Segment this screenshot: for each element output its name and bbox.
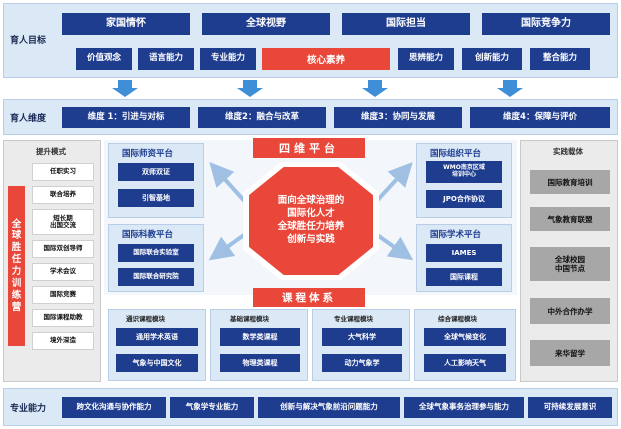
- competence-label: 专业能力: [10, 403, 47, 414]
- course-item: 数学类课程: [220, 328, 300, 346]
- goal-global-vision: 全球视野: [202, 13, 330, 35]
- carrier-item: 国际教育培训: [530, 170, 610, 194]
- goal-intl-competitiveness: 国际竞争力: [482, 13, 610, 35]
- academic-item: IAMES: [426, 244, 502, 262]
- course-item: 全球气候变化: [424, 328, 506, 346]
- carrier-item: 气象教育联盟: [530, 207, 610, 231]
- course-module-title: 综合课程模块: [438, 315, 477, 323]
- academic-platform-title: 国际学术平台: [430, 230, 482, 240]
- improvement-item: 境外深造: [32, 332, 94, 350]
- goals-label: 育人目标: [10, 35, 47, 46]
- carrier-item: 全球校园 中国节点: [530, 247, 610, 281]
- improvement-item: 国际竞赛: [32, 286, 94, 304]
- core-octagon-inner: 面向全球治理的 国际化人才 全球胜任力培养 创新与实践: [249, 167, 373, 275]
- teacher-platform-title: 国际师资平台: [122, 149, 174, 159]
- down-arrow-2: [243, 80, 257, 88]
- improvement-mode-title: 提升模式: [36, 147, 66, 156]
- dimensions-label: 育人维度: [10, 113, 47, 124]
- course-item: 动力气象学: [322, 354, 402, 372]
- research-platform-title: 国际科教平台: [122, 230, 174, 240]
- ability-values: 价值观念: [76, 48, 132, 70]
- improvement-item: 任职实习: [32, 163, 94, 181]
- ability-professional: 专业能力: [200, 48, 256, 70]
- competence-item: 创新与解决气象前沿问题能力: [258, 397, 400, 418]
- course-item: 气象与中国文化: [116, 354, 198, 372]
- dimension-1: 维度 1：引进与对标: [62, 107, 190, 128]
- improvement-item: 短长期 出国交流: [32, 209, 94, 235]
- academic-item: 国际课程: [426, 268, 502, 286]
- ability-critical: 思辨能力: [398, 48, 454, 70]
- teacher-item: 双师双证: [118, 163, 194, 181]
- course-item: 物理类课程: [220, 354, 300, 372]
- down-arrow-1-head: [112, 88, 138, 97]
- research-item: 国际联合实验室: [118, 244, 194, 262]
- org-item: JPO合作协议: [426, 190, 502, 208]
- carrier-item: 中外合作办学: [530, 298, 610, 324]
- competence-item: 气象学专业能力: [170, 397, 254, 418]
- org-platform-title: 国际组织平台: [430, 149, 482, 159]
- down-arrow-2-head: [237, 88, 263, 97]
- practice-carrier-title: 实践载体: [553, 147, 583, 156]
- ability-innovation: 创新能力: [462, 48, 522, 70]
- org-item: WMO南京区域 培训中心: [426, 161, 502, 183]
- competence-item: 全球气象事务治理参与能力: [404, 397, 524, 418]
- improvement-item: 学术会议: [32, 263, 94, 281]
- down-arrow-3: [368, 80, 382, 88]
- four-platform-title: 四维平台: [253, 138, 365, 158]
- improvement-item: 国际课程助教: [32, 309, 94, 327]
- down-arrow-1: [118, 80, 132, 88]
- down-arrow-3-head: [362, 88, 388, 97]
- course-item: 人工影响天气: [424, 354, 506, 372]
- carrier-item: 来华留学: [530, 340, 610, 366]
- improvement-items: 任职实习 联合培养 短长期 出国交流 国际双创导师 学术会议 国际竞赛 国际课程…: [32, 163, 94, 350]
- research-item: 国际联合研究院: [118, 268, 194, 286]
- down-arrow-4-head: [497, 88, 523, 97]
- course-item: 大气科学: [322, 328, 402, 346]
- competence-item: 跨文化沟通与协作能力: [62, 397, 166, 418]
- improvement-item: 联合培养: [32, 186, 94, 204]
- ability-integration: 整合能力: [530, 48, 590, 70]
- ability-language: 语言能力: [138, 48, 194, 70]
- goal-intl-responsibility: 国际担当: [342, 13, 470, 35]
- course-module-title: 基础课程模块: [230, 315, 269, 323]
- core-literacy: 核心素养: [262, 48, 390, 70]
- course-system-title: 课程体系: [253, 288, 365, 307]
- dimension-2: 维度2：融合与改革: [198, 107, 326, 128]
- course-item: 通用学术英语: [116, 328, 198, 346]
- course-module-title: 通识课程模块: [126, 315, 165, 323]
- improvement-item: 国际双创导师: [32, 240, 94, 258]
- camp-label: 全球胜任力训练营: [8, 186, 25, 346]
- competence-item: 可持续发展意识: [528, 397, 612, 418]
- dimension-4: 维度4：保障与评价: [470, 107, 610, 128]
- teacher-item: 引智基地: [118, 189, 194, 207]
- goal-patriotism: 家国情怀: [62, 13, 190, 35]
- down-arrow-4: [503, 80, 517, 88]
- course-module-title: 专业课程模块: [334, 315, 373, 323]
- dimension-3: 维度3：协同与发展: [334, 107, 462, 128]
